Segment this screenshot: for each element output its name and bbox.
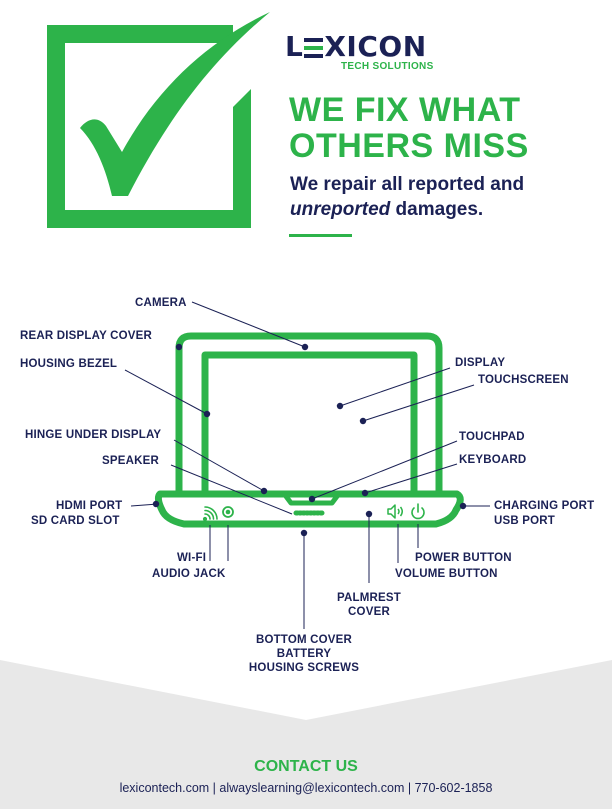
- subhead-emphasis: unreported: [290, 199, 391, 220]
- label-usb-port: USB PORT: [494, 515, 556, 527]
- label-volume-button: VOLUME BUTTON: [395, 568, 498, 580]
- dot-hinge: [260, 487, 268, 495]
- dot-charging: [459, 502, 467, 510]
- subhead-line-1: We repair all reported and: [290, 174, 525, 195]
- brand-tagline: TECH SOLUTIONS: [341, 61, 434, 72]
- subhead-line-2: unreported damages.: [290, 197, 600, 222]
- volume-icon: [387, 504, 403, 519]
- dot-housing-bezel: [203, 410, 211, 418]
- label-palmrest: PALMREST: [337, 592, 401, 604]
- label-bottom-cover: BOTTOM COVER: [255, 634, 353, 646]
- label-housing-bezel: HOUSING BEZEL: [20, 358, 118, 370]
- brand-e-mark: [304, 37, 324, 58]
- brand-name-right: XICON: [324, 30, 427, 63]
- label-sd-card-slot: SD CARD SLOT: [31, 515, 120, 527]
- label-touchpad: TOUCHPAD: [459, 431, 525, 443]
- label-display: DISPLAY: [455, 357, 506, 369]
- headline-line-2: OTHERS MISS: [289, 127, 529, 165]
- power-icon: [411, 503, 425, 520]
- base-outline: [154, 490, 464, 528]
- label-audio-jack: AUDIO JACK: [152, 568, 226, 580]
- label-charging-port: CHARGING PORT: [494, 500, 595, 512]
- subheadline: We repair all reported and unreported da…: [290, 172, 600, 222]
- dot-hdmi: [152, 500, 160, 508]
- brand-logo: L XICON TECH SOLUTIONS: [285, 32, 445, 73]
- dot-camera: [301, 343, 309, 351]
- label-housing-screws: HOUSING SCREWS: [248, 662, 360, 674]
- anchor-dots: [152, 343, 467, 537]
- audio-jack-icon: [222, 506, 234, 518]
- label-rear-display-cover: REAR DISPLAY COVER: [20, 330, 153, 342]
- headline-line-1: WE FIX WHAT: [289, 91, 521, 129]
- brand-name: L XICON: [285, 32, 445, 62]
- dot-touchscreen: [359, 417, 367, 425]
- dot-rear-display-cover: [175, 343, 183, 351]
- label-camera: CAMERA: [135, 297, 187, 309]
- rear-display-outline: [175, 332, 443, 498]
- headline: WE FIX WHAT OTHERS MISS: [289, 92, 599, 164]
- dot-palmrest: [365, 510, 373, 518]
- headline-divider: [289, 234, 352, 237]
- label-hdmi-port: HDMI PORT: [56, 500, 123, 512]
- label-wifi: WI-FI: [177, 552, 207, 564]
- label-power-button: POWER BUTTON: [415, 552, 512, 564]
- label-keyboard: KEYBOARD: [459, 454, 527, 466]
- label-speaker: SPEAKER: [102, 455, 159, 467]
- label-touchscreen: TOUCHSCREEN: [478, 374, 569, 386]
- dot-display: [336, 402, 344, 410]
- label-palmrest-cover: PALMREST COVER: [329, 591, 409, 619]
- checkmark-icon: [47, 12, 270, 228]
- wifi-icon: [202, 506, 218, 522]
- label-hinge-under-display: HINGE UNDER DISPLAY: [25, 429, 162, 441]
- dot-keyboard: [361, 489, 369, 497]
- dot-touchpad: [308, 495, 316, 503]
- contact-details: lexicontech.com | alwayslearning@lexicon…: [119, 781, 493, 795]
- label-bottom-cover-group: BOTTOM COVER BATTERY HOUSING SCREWS: [234, 633, 374, 675]
- brand-name-left: L: [285, 30, 304, 63]
- touchpad-notch: [282, 492, 341, 506]
- dot-bottom-cover: [300, 529, 308, 537]
- label-cover: COVER: [348, 606, 390, 618]
- subhead-rest: damages.: [390, 199, 484, 220]
- display-outline: [201, 351, 418, 498]
- footer-band: [0, 660, 612, 809]
- contact-title: CONTACT US: [254, 758, 358, 775]
- laptop-diagram: [154, 332, 464, 528]
- label-battery: BATTERY: [276, 648, 332, 660]
